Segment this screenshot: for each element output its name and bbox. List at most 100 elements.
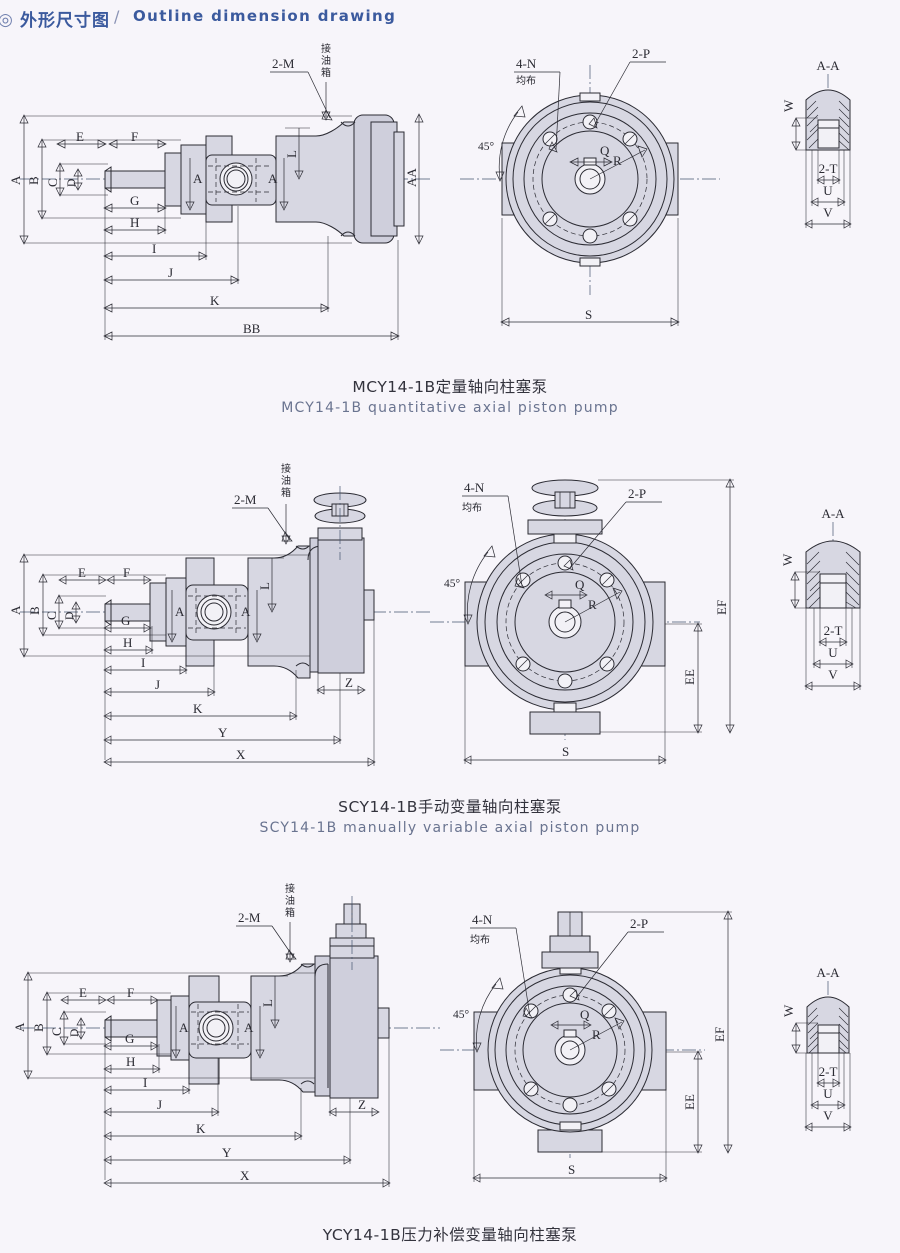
section-label-a1-ycy: A: [179, 1020, 189, 1035]
dim-V-mcy: V: [804, 150, 852, 229]
dim-K-scy: K: [103, 670, 298, 721]
section-label-a2-scy: A: [241, 604, 251, 619]
dim-Z-ycy: Z: [328, 1097, 380, 1117]
dim-label-B-scy: B: [27, 606, 42, 615]
dim-label-L: L: [284, 150, 299, 158]
callout-label-junbu: 均布: [516, 75, 536, 87]
dim-Q-scy: Q: [544, 577, 588, 600]
dim-U-scy: U: [812, 608, 854, 669]
dim-label-V-scy: V: [828, 667, 838, 682]
dim-label-B: B: [26, 176, 41, 185]
dim-F-scy: F: [106, 565, 152, 585]
dim-D-mcy: D: [66, 168, 83, 191]
oiltank-char-2: 油: [321, 54, 331, 67]
callout-label-2p-ycy: 2-P: [630, 916, 648, 931]
dim-label-J-scy: J: [155, 677, 160, 692]
dim-AA-mcy: AA: [404, 113, 424, 245]
callout-label-4n-scy: 4-N: [464, 480, 485, 495]
dim-label-Y-scy: Y: [218, 725, 228, 740]
bolt-holes-scy: [515, 555, 615, 689]
dim-label-EF-ycy: EF: [712, 1027, 727, 1042]
page-title-cn: 外形尺寸图: [20, 11, 110, 31]
dim-label-E-ycy: E: [79, 985, 87, 1000]
dim-K-mcy: K: [103, 236, 330, 313]
section-title-aa: A-A: [816, 58, 840, 73]
caption-ycy14-1b: YCY14-1B压力补偿变量轴向柱塞泵: [0, 1223, 900, 1245]
side-view-ycy: A A L 2-M 接 油 箱: [12, 882, 440, 1188]
dim-I-scy: I: [103, 655, 188, 675]
dim-label-D-ycy: D: [69, 1029, 81, 1037]
dim-C-mcy: C: [45, 162, 108, 197]
dim-label-K-ycy: K: [196, 1121, 206, 1136]
drawing-ycy14-1b: A A L 2-M 接 油 箱: [0, 880, 900, 1200]
dim-label-2t-scy: 2-T: [824, 623, 843, 638]
dim-J-ycy: J: [103, 1058, 220, 1117]
dim-EE-scy: EE: [600, 622, 703, 734]
circled-dot-icon: ◎: [0, 10, 13, 30]
dim-label-X-ycy: X: [240, 1168, 250, 1183]
section-label-a1-scy: A: [175, 604, 185, 619]
oiltank-char-1: 接: [321, 42, 331, 55]
callout-4n-mcy: 4-N 均布: [514, 56, 561, 153]
callout-label-4n: 4-N: [516, 56, 537, 71]
dim-label-I-ycy: I: [143, 1075, 147, 1090]
dim-label-Q-scy: Q: [575, 577, 585, 592]
dim-label-U-ycy: U: [823, 1086, 833, 1101]
callout-oiltank-ycy: 接 油 箱: [285, 882, 295, 963]
dim-2T-mcy: 2-T: [816, 161, 841, 185]
section-mark-a-left-scy: A: [167, 590, 185, 643]
dim-label-D: D: [66, 179, 78, 187]
callout-2p-scy: 2-P: [563, 486, 662, 571]
section-mark-a-right-scy: A: [241, 590, 262, 643]
dim-S-scy: S: [463, 666, 667, 765]
dim-L-mcy: L: [284, 127, 310, 180]
front-view-scy: R Q 45° 4-N 均布: [430, 478, 735, 765]
dim-Q-ycy: Q: [550, 1007, 592, 1030]
dim-label-Q: Q: [600, 143, 610, 158]
dim-label-2t: 2-T: [819, 161, 838, 176]
dim-2T-scy: 2-T: [818, 623, 848, 647]
dim-label-G-ycy: G: [125, 1031, 134, 1046]
dim-label-R-scy: R: [588, 597, 597, 612]
dim-label-S-scy: S: [562, 744, 569, 759]
dim-V-scy: V: [804, 608, 862, 691]
caption-en-1: MCY14-1B quantitative axial piston pump: [281, 400, 619, 416]
callout-label-4n-ycy: 4-N: [472, 912, 493, 927]
dim-label-I: I: [152, 241, 156, 256]
side-view-scy: A A L 2-M 接 油 箱: [8, 462, 430, 767]
callout-label-junbu-scy: 均布: [462, 502, 482, 514]
dim-label-C-ycy: C: [49, 1027, 64, 1036]
section-label-a1: A: [193, 171, 203, 186]
dim-label-Q-ycy: Q: [580, 1007, 590, 1022]
dim-2T-ycy: 2-T: [816, 1064, 841, 1088]
dim-Z-scy: Z: [316, 673, 366, 695]
dim-label-EE-ycy: EE: [682, 1094, 697, 1110]
dim-U-mcy: U: [810, 150, 846, 207]
dim-label-AA: AA: [404, 168, 419, 187]
angle-label-45-ycy: 45°: [453, 1009, 470, 1021]
callout-label-2m: 2-M: [272, 56, 295, 71]
dim-label-H-scy: H: [123, 635, 132, 650]
dim-H-ycy: H: [103, 1037, 161, 1180]
section-title-aa-ycy: A-A: [816, 965, 840, 980]
dim-W-scy: W: [780, 553, 820, 609]
oiltank-char-3-scy: 箱: [281, 486, 291, 499]
dim-C-ycy: C: [49, 1010, 106, 1046]
section-label-a2-ycy: A: [244, 1020, 254, 1035]
dim-R-mcy: R: [589, 145, 648, 180]
dim-label-G: G: [130, 193, 139, 208]
dim-W-mcy: W: [781, 99, 818, 151]
callout-4n-scy: 4-N 均布: [462, 480, 525, 589]
title-separator: /: [114, 7, 120, 26]
dim-R-ycy: R: [569, 1017, 625, 1051]
dim-S-mcy: S: [500, 218, 680, 327]
dim-Q-mcy: Q: [569, 143, 613, 167]
dim-label-D-scy: D: [64, 612, 76, 620]
dim-F-ycy: F: [106, 985, 159, 1005]
bolt-holes: [542, 114, 638, 244]
oiltank-char-1-ycy: 接: [285, 882, 295, 895]
dim-label-E-scy: E: [78, 565, 86, 580]
dim-label-EF-scy: EF: [714, 600, 729, 615]
dim-U-ycy: U: [810, 1053, 846, 1110]
